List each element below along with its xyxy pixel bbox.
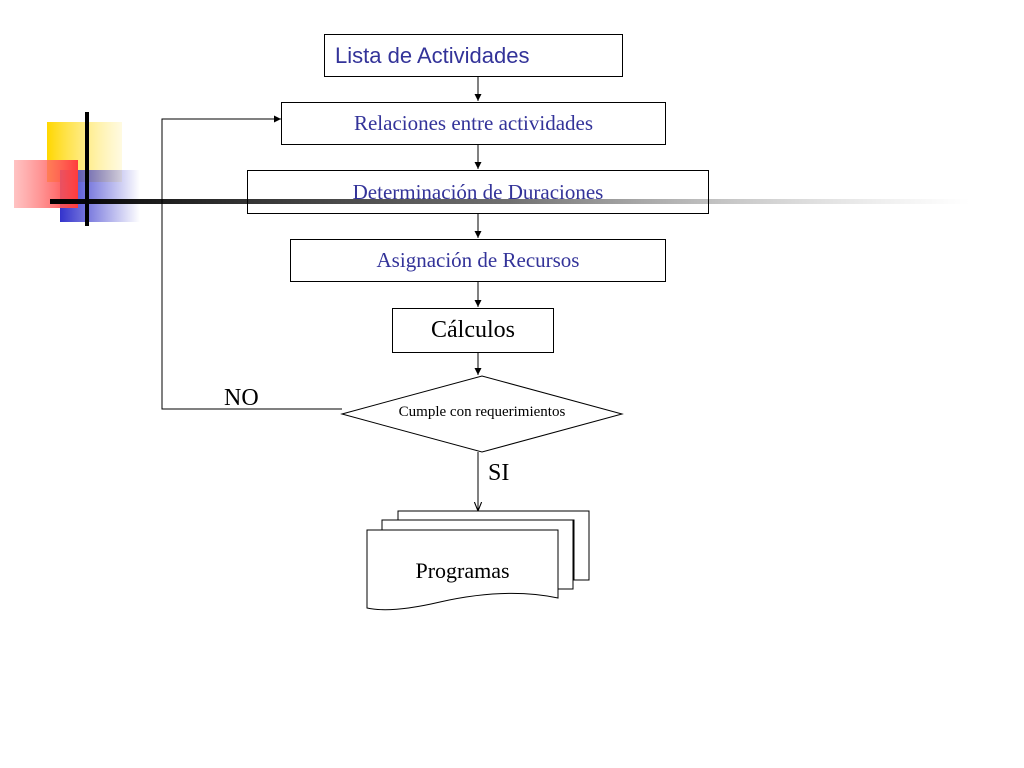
no-label: NO: [224, 385, 259, 411]
step-duraciones: Determinación de Duraciones: [247, 170, 709, 214]
step-relaciones-label: Relaciones entre actividades: [353, 111, 594, 135]
deco-vertical-line: [85, 112, 89, 226]
step-lista-actividades-label: Lista de Actividades: [335, 42, 530, 68]
step-calculos: Cálculos: [392, 308, 554, 353]
decision-label: Cumple con requerimientos: [398, 404, 566, 420]
step-relaciones: Relaciones entre actividades: [281, 102, 666, 145]
programas-document-stack: [366, 510, 590, 611]
arrow-no-loop: [161, 115, 342, 410]
si-label: SI: [488, 460, 510, 486]
step-duraciones-label: Determinación de Duraciones: [352, 179, 604, 204]
step-recursos-label: Asignación de Recursos: [376, 248, 580, 272]
decision-diamond: [340, 375, 624, 453]
step-recursos: Asignación de Recursos: [290, 239, 666, 282]
deco-horizontal-line: [50, 199, 970, 204]
step-calculos-label: Cálculos: [431, 317, 515, 343]
programas-label: Programas: [415, 558, 510, 583]
step-lista-actividades: Lista de Actividades: [324, 34, 623, 77]
